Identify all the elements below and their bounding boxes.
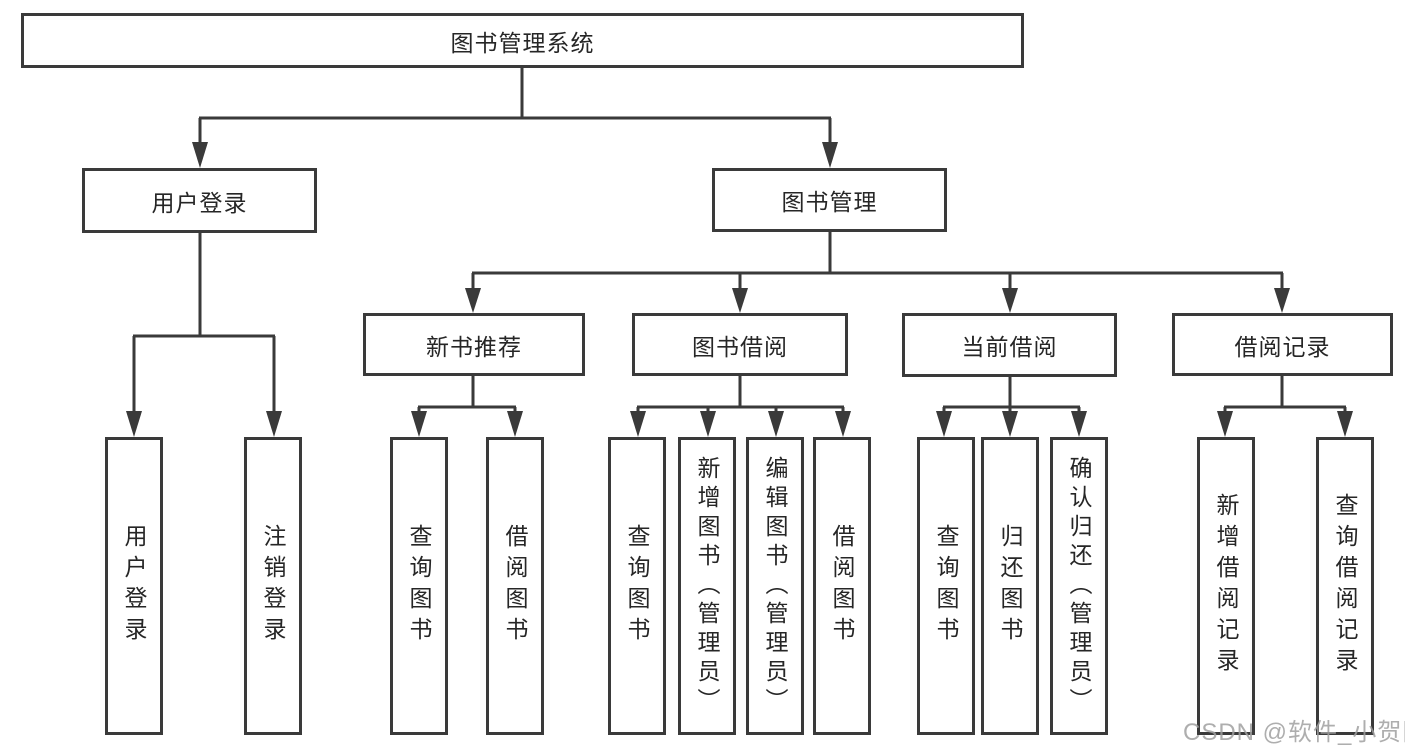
- leaf-return-books: 归还图书: [981, 437, 1039, 735]
- leaf-edit-books-admin: 编辑图书（管理员）: [746, 437, 804, 735]
- csdn-watermark: CSDN @软件_小贺同学: [1183, 719, 1405, 746]
- leaf-query-books: 查询图书: [917, 437, 975, 735]
- arrowheads: [126, 142, 1353, 437]
- leaf-confirm-return-admin: 确认归还（管理员）: [1050, 437, 1108, 735]
- node-new-book-recommendation: 新书推荐: [363, 313, 585, 376]
- leaf-query-books: 查询图书: [608, 437, 666, 735]
- node-book-management: 图书管理: [712, 168, 947, 232]
- leaf-add-books-admin: 新增图书（管理员）: [678, 437, 736, 735]
- node-borrowing-records: 借阅记录: [1172, 313, 1393, 376]
- leaf-borrow-books: 借阅图书: [486, 437, 544, 735]
- node-root: 图书管理系统: [21, 13, 1024, 68]
- leaf-add-borrow-record: 新增借阅记录: [1197, 437, 1255, 735]
- leaf-borrow-books: 借阅图书: [813, 437, 871, 735]
- node-user-login: 用户登录: [82, 168, 317, 233]
- node-book-borrowing: 图书借阅: [632, 313, 848, 376]
- leaf-query-books: 查询图书: [390, 437, 448, 735]
- leaf-logout: 注销登录: [244, 437, 302, 735]
- node-current-borrowing: 当前借阅: [902, 313, 1117, 377]
- leaf-user-login: 用户登录: [105, 437, 163, 735]
- leaf-query-borrow-record: 查询借阅记录: [1316, 437, 1374, 735]
